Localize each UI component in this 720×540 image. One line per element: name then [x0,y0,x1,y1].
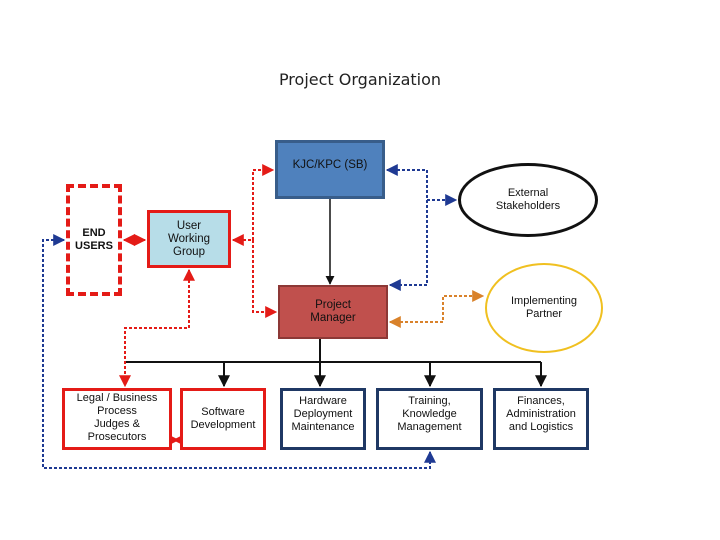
node-end-users[interactable]: END USERS [66,184,122,296]
edge-pm-to-workstreams [125,339,547,388]
diagram-title: Project Organization [278,70,442,89]
edge-endusers-training [42,234,436,469]
node-user-working-group[interactable]: User Working Group [147,210,231,268]
node-hardware-deployment[interactable]: Hardware Deployment Maintenance [280,388,366,450]
node-kjc-kpc[interactable]: KJC/KPC (SB) [275,140,385,199]
node-external-stakeholders[interactable]: External Stakeholders [458,163,598,237]
edge-uwg-kjc [231,164,275,246]
edge-kjc-external [385,164,458,206]
node-legal-business-process[interactable]: Legal / Business Process Judges & Prosec… [62,388,172,450]
edge-uwg-pm [119,268,195,388]
edge-uwg-pm-branch [252,240,278,318]
edge-pm-implementing [388,290,485,328]
node-project-manager[interactable]: Project Manager [278,285,388,339]
edge-external-pm [388,200,428,291]
node-software-development[interactable]: Software Development [180,388,266,450]
node-implementing-partner[interactable]: Implementing Partner [485,263,603,353]
node-training-knowledge[interactable]: Training, Knowledge Management [376,388,483,450]
node-finances-administration[interactable]: Finances, Administration and Logistics [493,388,589,450]
